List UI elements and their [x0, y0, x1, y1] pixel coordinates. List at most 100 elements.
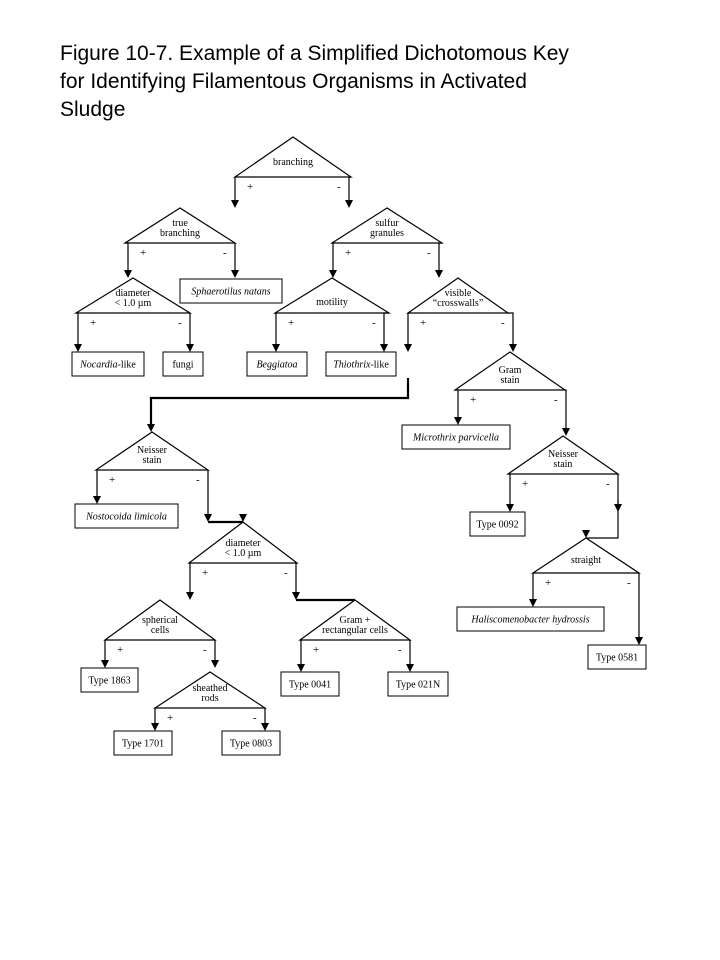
plus-sign: +	[140, 247, 146, 259]
minus-sign: -	[203, 644, 207, 656]
node-diameter_1-plus-branch	[76, 312, 79, 350]
plus-sign: +	[545, 577, 551, 589]
plain-text: Type 1701	[122, 739, 164, 750]
italic-name: Haliscomenobacter hydrossis	[470, 615, 589, 626]
italic-name: Microthrix parvicella	[412, 433, 499, 444]
node-neisser_stain_right-label: Neisser	[548, 449, 579, 460]
node-true_branching-triangle	[122, 207, 238, 244]
plus-sign: +	[247, 181, 253, 193]
leaf-type_1863-label: Type 1863	[88, 676, 130, 687]
node-sulfur_granules-plus-branch	[332, 242, 334, 276]
node-sheathed_rods-minus-arrow	[261, 723, 269, 731]
neisser-right-minus-connector	[586, 500, 619, 539]
leaf-thiothrix-label: Thiothrix-like	[333, 360, 389, 371]
leaf-type_0092-box	[469, 511, 526, 537]
neisser-right-minus-arrow	[582, 530, 590, 538]
node-visible_crosswalls-minus-branch	[508, 312, 514, 350]
node-motility-label: motility	[316, 297, 348, 308]
node-gram_rectangular-plus-arrow	[297, 664, 305, 672]
leaf-type_0581-label: Type 0581	[596, 653, 638, 664]
italic-name: Sphaerotilus natans	[191, 287, 270, 298]
node-neisser_stain_left-plus-branch	[96, 469, 98, 502]
plain-text: Type 1863	[88, 676, 130, 687]
italic-name: Nostocoida limicola	[85, 512, 167, 523]
leaf-microthrix-label: Microthrix parvicella	[412, 433, 499, 444]
node-sulfur_granules-label: granules	[370, 228, 404, 239]
node-true_branching-minus-arrow	[231, 270, 239, 278]
node-branching-minus-arrow	[345, 200, 353, 208]
leaf-thiothrix-box	[325, 351, 397, 377]
node-branching-minus-branch	[348, 176, 351, 206]
minus-sign: -	[627, 577, 631, 589]
leaf-nocardia-label: Nocardia-like	[79, 360, 136, 371]
figure-title: Figure 10-7. Example of a Simplified Dic…	[60, 42, 569, 121]
node-true_branching-label: true	[172, 218, 188, 229]
node-sheathed_rods-triangle	[152, 671, 268, 709]
plain-text: Type 0092	[476, 520, 518, 531]
node-visible_crosswalls-plus-arrow	[404, 344, 412, 352]
plus-sign: +	[420, 317, 426, 329]
node-straight-label: straight	[571, 555, 601, 566]
node-diameter_1-plus-arrow	[74, 344, 82, 352]
plus-sign: +	[202, 567, 208, 579]
plus-sign: +	[313, 644, 319, 656]
leaf-type_1863-box	[80, 667, 139, 693]
plus-sign: +	[288, 317, 294, 329]
node-sulfur_granules-label: sulfur	[375, 218, 399, 229]
minus-sign: -	[223, 247, 227, 259]
leaf-type_0803-box	[221, 730, 281, 756]
leaf-nostocoida-box	[74, 503, 179, 529]
node-neisser_stain_left-triangle	[94, 431, 210, 471]
node-sheathed_rods-plus-arrow	[151, 723, 159, 731]
node-gram_stain-plus-arrow	[454, 417, 462, 425]
node-sulfur_granules-minus-arrow	[435, 270, 443, 278]
minus-sign: -	[337, 181, 341, 193]
leaf-sphaerotilus-label: Sphaerotilus natans	[191, 287, 270, 298]
plain-text: -like	[370, 360, 389, 371]
plus-sign: +	[90, 317, 96, 329]
plain-text: Type 0041	[289, 680, 331, 691]
node-sulfur_granules-triangle	[329, 207, 445, 244]
leaf-haliscomenobacter-box	[456, 606, 605, 632]
node-gram_rectangular-label: Gram +	[340, 615, 371, 626]
minus-sign: -	[196, 474, 200, 486]
node-gram_stain-label: Gram	[499, 365, 522, 376]
minus-sign: -	[427, 247, 431, 259]
leaf-fungi-label: fungi	[172, 360, 193, 371]
node-neisser_stain_left-label: stain	[143, 455, 162, 466]
node-motility-minus-arrow	[380, 344, 388, 352]
node-visible_crosswalls-label: “crosswalls”	[433, 298, 484, 309]
node-spherical_cells-triangle	[103, 599, 217, 641]
leaf-nostocoida-label: Nostocoida limicola	[85, 512, 167, 523]
node-neisser_stain_left-label: Neisser	[137, 445, 168, 456]
node-straight-triangle	[531, 537, 641, 574]
minus-sign: -	[554, 394, 558, 406]
node-neisser_stain_left-plus-arrow	[93, 496, 101, 504]
node-branching-label: branching	[273, 157, 313, 168]
node-visible_crosswalls-label: visible	[445, 288, 472, 299]
plus-sign: +	[522, 478, 528, 490]
node-true_branching-plus-arrow	[124, 270, 132, 278]
neisser-minus-arrow	[239, 514, 247, 522]
node-straight-plus-arrow	[529, 599, 537, 607]
node-diameter_2-minus-branch	[295, 562, 297, 598]
node-true_branching-label: branching	[160, 228, 200, 239]
node-visible_crosswalls-triangle	[406, 277, 510, 314]
node-neisser_stain_right-plus-branch	[508, 473, 511, 510]
node-diameter_2-triangle	[187, 521, 299, 564]
leaf-type_021n-box	[387, 671, 449, 697]
leaf-type_0092-label: Type 0092	[476, 520, 518, 531]
node-visible_crosswalls-minus-arrow	[509, 344, 517, 352]
node-diameter_1-minus-arrow	[186, 344, 194, 352]
node-gram_rectangular-minus-arrow	[406, 664, 414, 672]
node-neisser_stain_right-triangle	[506, 435, 620, 475]
node-gram_stain-triangle	[453, 351, 567, 391]
node-sheathed_rods-label: rods	[201, 693, 218, 704]
leaf-type_0581-box	[587, 644, 647, 670]
crosswalls-plus-arrow	[147, 424, 155, 432]
minus-sign: -	[606, 478, 610, 490]
node-spherical_cells-label: cells	[151, 625, 169, 636]
italic-name: Beggiatoa	[256, 360, 297, 371]
node-motility-plus-arrow	[272, 344, 280, 352]
